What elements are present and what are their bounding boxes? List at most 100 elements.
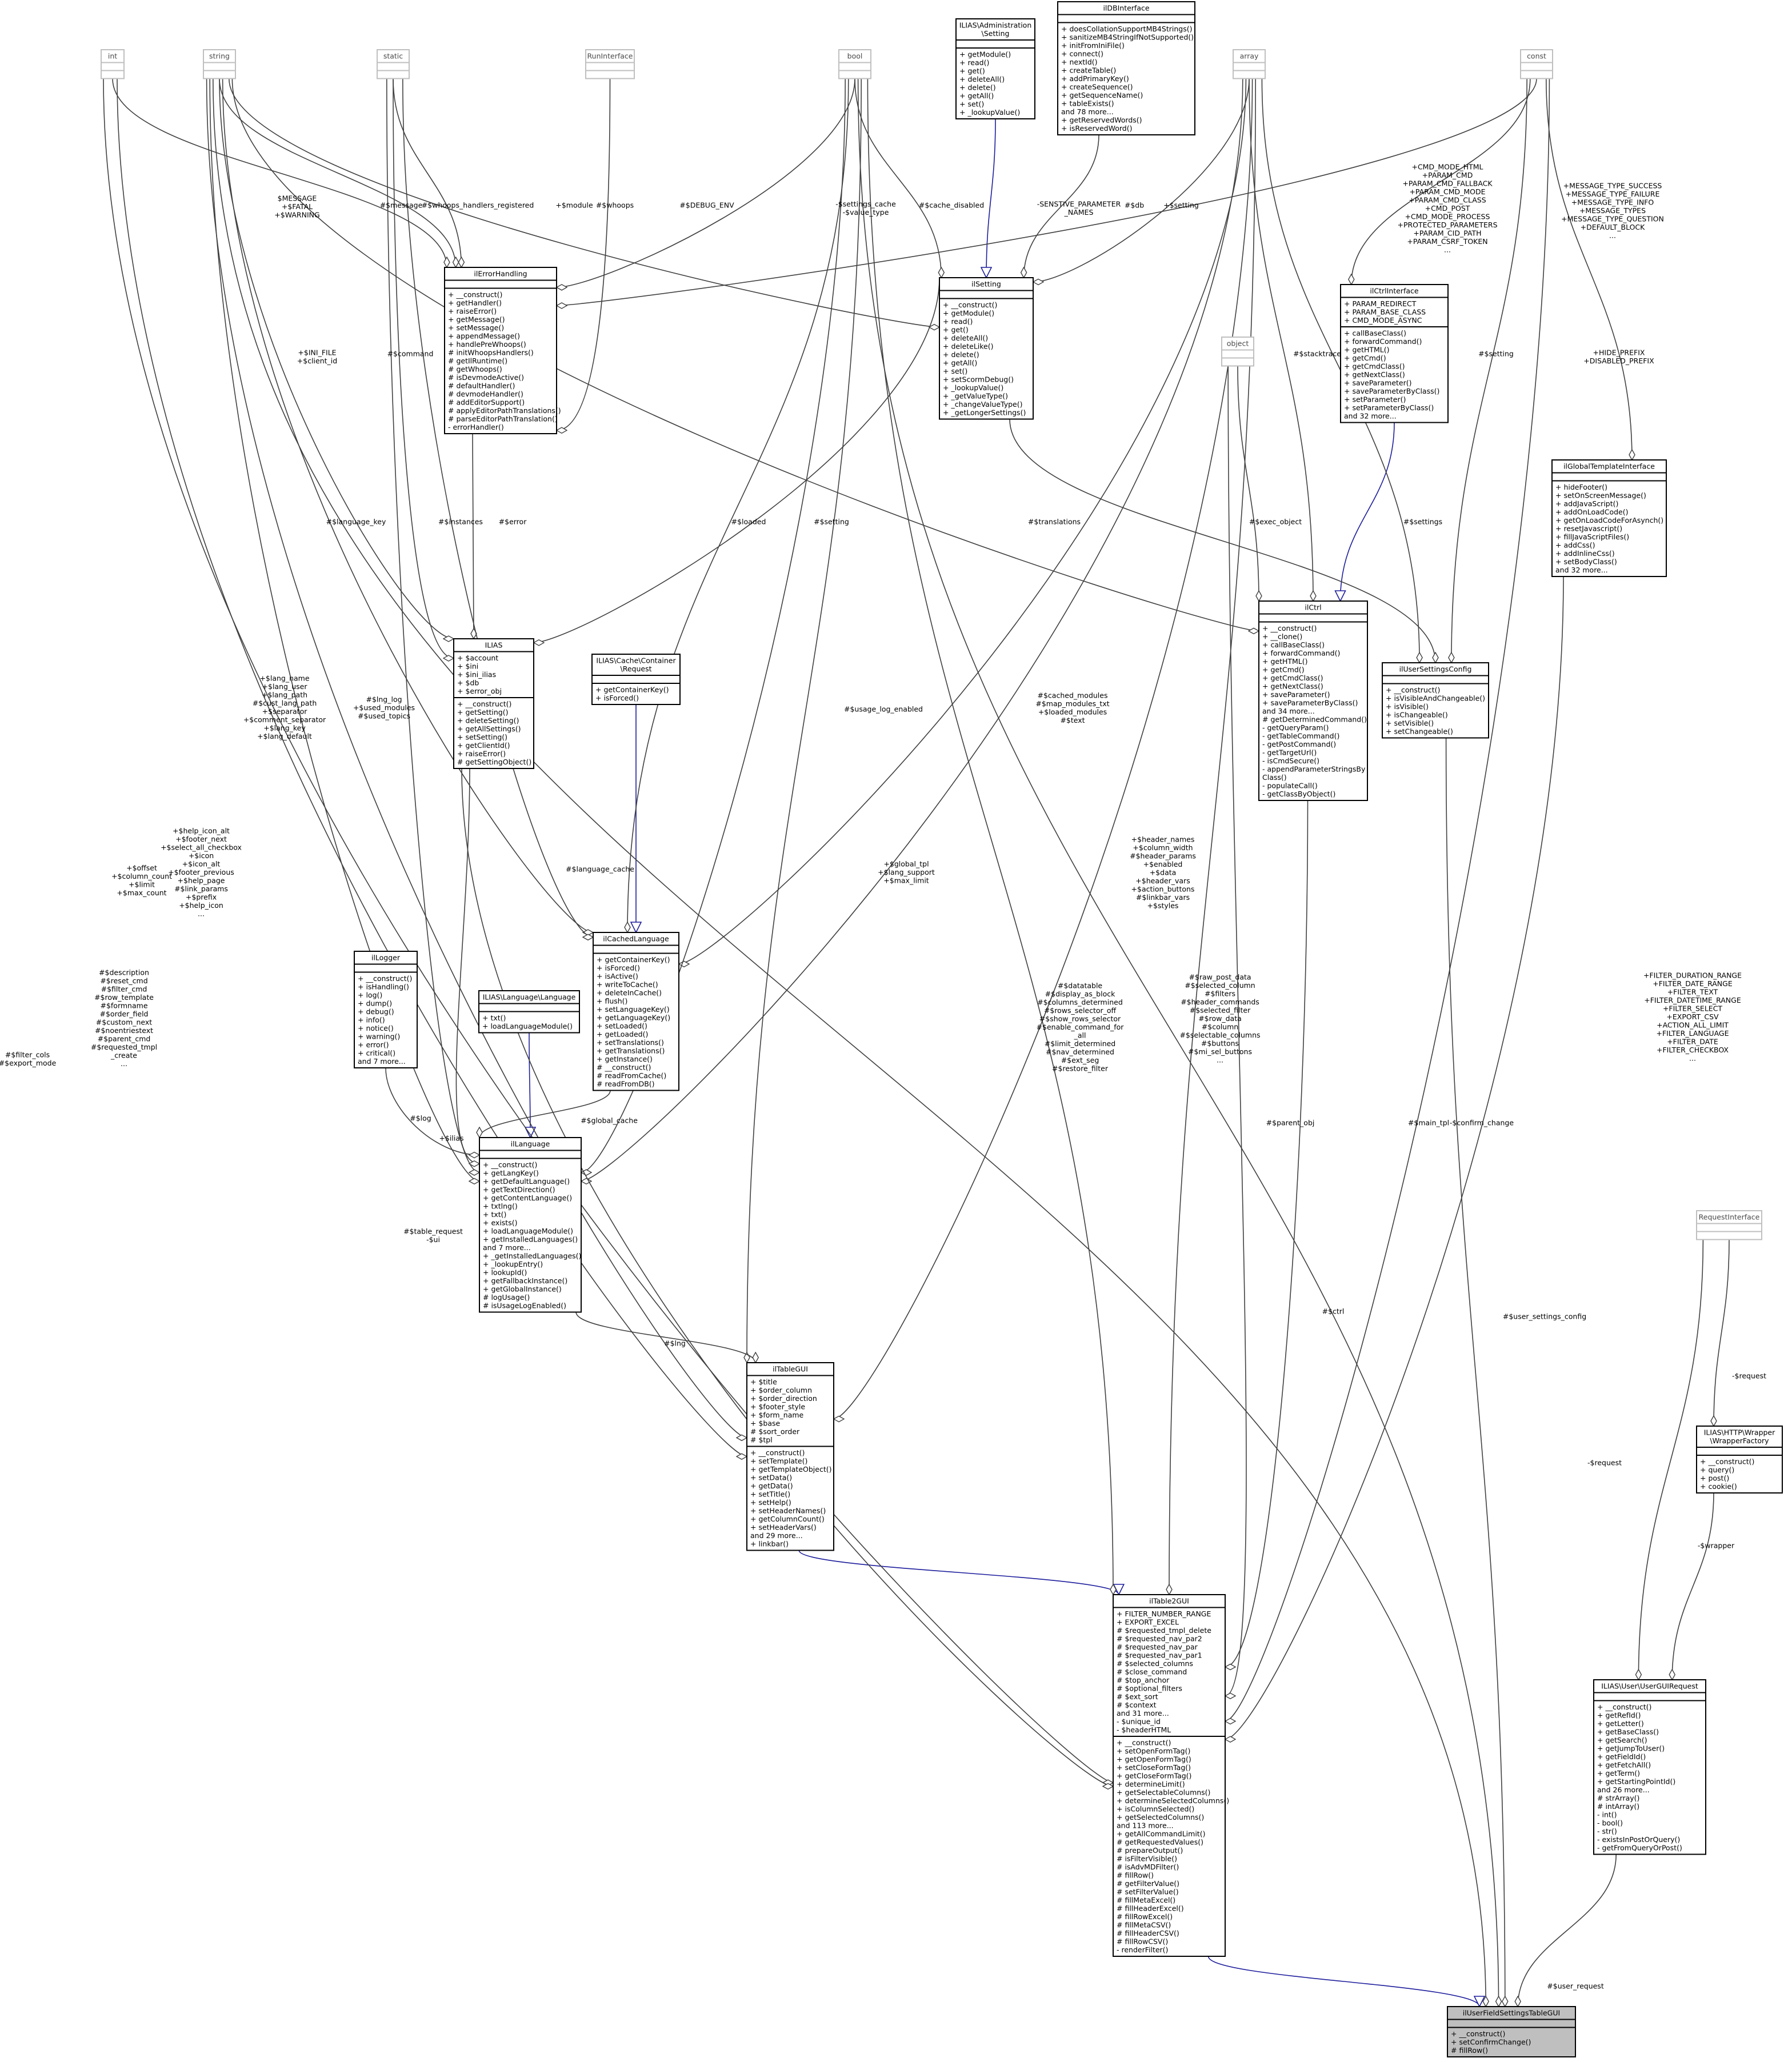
class-box-string[interactable]: string — [203, 49, 236, 79]
class-operation: + setHeaderVars() — [750, 1523, 817, 1532]
class-name: ilUserSettingsConfig — [1399, 665, 1472, 674]
class-name: static — [383, 52, 403, 61]
edge-label-line: +$offset — [126, 864, 157, 872]
class-operation: + getReservedWords() — [1061, 116, 1142, 125]
class-operation: + isHandling() — [358, 983, 409, 991]
edge-label-line: #$display_as_block — [1045, 990, 1115, 998]
class-frame — [585, 49, 635, 79]
class-box-array[interactable]: array — [1233, 49, 1266, 79]
edge-label-line: #$selected_column — [1185, 981, 1255, 990]
class-box-userguirequest[interactable]: ILIAS\User\UserGUIRequest+ __construct()… — [1593, 1679, 1706, 1855]
class-box-illogger[interactable]: ilLogger+ __construct()+ isHandling()+ l… — [354, 951, 418, 1068]
edge-label-line: -$request — [1732, 1372, 1766, 1380]
class-box-object[interactable]: object — [1221, 337, 1254, 367]
edge-label-line: #$cached_modules — [1038, 691, 1108, 700]
class-operation: + getLanguageKey() — [597, 1014, 670, 1022]
class-operation: + isReservedWord() — [1061, 124, 1133, 133]
class-box-const[interactable]: const — [1520, 49, 1553, 79]
class-operation: + getContentLanguage() — [483, 1194, 572, 1202]
class-operation: + getOpenFormTag() — [1117, 1755, 1191, 1764]
class-attribute: # $requested_nav_par — [1117, 1643, 1198, 1651]
class-box-iluserfieldsettingstablegui[interactable]: ilUserFieldSettingsTableGUI+ __construct… — [1447, 2006, 1576, 2057]
edge-label-line: -$ui — [426, 1235, 440, 1244]
class-box-adminsetting[interactable]: ILIAS\Administration\Setting+ getModule(… — [955, 18, 1035, 119]
class-operation: + tableExists() — [1061, 99, 1114, 108]
association-edge — [213, 78, 1486, 2007]
association-edge — [627, 78, 849, 933]
edge-label: #$usage_log_enabled — [844, 705, 923, 714]
class-box-languageiface[interactable]: ILIAS\Language\Language+ txt()+ loadLang… — [478, 990, 580, 1034]
class-operation: + writeToCache() — [597, 980, 658, 989]
class-operation: + getTextDirection() — [483, 1186, 555, 1194]
class-box-ilctrlinterface[interactable]: ilCtrlInterface+ PARAM_REDIRECT+ PARAM_B… — [1340, 284, 1449, 423]
edge-label: #$error — [499, 518, 527, 526]
edge-label-line: +$help_icon_alt — [173, 827, 230, 835]
class-box-ilglobaltemplateinterface[interactable]: ilGlobalTemplateInterface+ hideFooter()+… — [1551, 459, 1667, 577]
edge-label-line: +$max_limit — [883, 876, 929, 885]
class-attribute: + $order_column — [750, 1386, 812, 1395]
class-operation: + isActive() — [597, 972, 638, 980]
association-edge — [1714, 1239, 1730, 1427]
association-edge — [112, 78, 447, 268]
class-operation: + setVisible() — [1386, 719, 1434, 727]
edge-label-line: #$db — [1125, 201, 1144, 210]
class-box-wrapperfactory[interactable]: ILIAS\HTTP\Wrapper\WrapperFactory+ __con… — [1696, 1426, 1783, 1494]
edge-label-line: #$columns_determined — [1037, 998, 1123, 1007]
class-attribute: + $ini_ilias — [457, 670, 496, 679]
association-edge — [386, 78, 479, 1173]
class-box-ilcachedlanguage[interactable]: ilCachedLanguage+ getContainerKey()+ isF… — [593, 932, 679, 1091]
class-name: ILIAS\Cache\Container — [596, 656, 676, 665]
edge-label-line: +PARAM_CMD — [1422, 171, 1473, 179]
association-edge — [1225, 366, 1247, 1696]
edge-label-line: +EXPORT_CSV — [1666, 1012, 1719, 1021]
class-operation: # getSettingObject() — [457, 758, 531, 766]
class-attribute: # $ext_sort — [1117, 1692, 1158, 1701]
edge-label-line: #$buttons — [1201, 1039, 1239, 1048]
class-operation: + initFromIniFile() — [1061, 41, 1125, 50]
class-box-cacherequest[interactable]: ILIAS\Cache\Container\Request+ getContai… — [591, 654, 681, 705]
class-name: ilCachedLanguage — [603, 935, 669, 943]
class-box-bool[interactable]: bool — [838, 49, 871, 79]
class-box-static[interactable]: static — [377, 49, 410, 79]
class-operation: # getRequestedValues() — [1117, 1838, 1203, 1847]
class-operation: + determineSelectedColumns() — [1117, 1796, 1229, 1805]
class-box-ilctrl[interactable]: ilCtrl+ __construct()+ __clone()+ callBa… — [1258, 600, 1368, 801]
class-name: ilCtrlInterface — [1370, 287, 1418, 295]
class-box-ilusersettingsconfig[interactable]: ilUserSettingsConfig+ __construct()+ isV… — [1382, 662, 1489, 739]
class-box-runinterface[interactable]: RunInterface — [585, 49, 635, 79]
class-operation: + cookie() — [1700, 1482, 1737, 1491]
class-operation: + warning() — [358, 1032, 400, 1041]
class-box-iltablegui[interactable]: ilTableGUI+ $title+ $order_column+ $orde… — [746, 1362, 834, 1551]
class-box-ilsetting[interactable]: ilSetting+ __construct()+ getModule()+ r… — [939, 277, 1034, 420]
class-operation: # defaultHandler() — [448, 382, 515, 390]
association-edges — [103, 78, 1730, 2007]
edge-labels: $MESSAGE+$FATAL+$WARNING#$message#$whoop… — [0, 163, 1766, 1991]
class-operation: + getSelectedColumns() — [1117, 1813, 1204, 1821]
class-box-int[interactable]: int — [101, 49, 125, 79]
edge-label-line: +$enabled — [1143, 860, 1183, 868]
class-operation: + callBaseClass() — [1262, 640, 1325, 649]
class-operation: # fillHeaderCSV() — [1117, 1929, 1179, 1937]
class-attribute: + CMD_MODE_ASYNC — [1344, 316, 1422, 325]
class-name: object — [1227, 339, 1249, 348]
edge-label: +$help_icon_alt+$footer_next+$select_all… — [161, 827, 242, 918]
association-edge — [219, 78, 456, 268]
edge-label: #$instances — [438, 518, 483, 526]
edge-label-line: +$ilias — [439, 1134, 463, 1143]
edge-label-line: #$rows_selector_off — [1044, 1006, 1117, 1015]
class-name: ILIAS\Language\Language — [483, 993, 576, 1002]
class-box-requestinterface[interactable]: RequestInterface — [1696, 1210, 1762, 1240]
class-attribute: # $requested_nav_par1 — [1117, 1651, 1202, 1660]
class-box-illanguage[interactable]: ilLanguage+ __construct()+ getLangKey()+… — [479, 1137, 582, 1313]
class-operation: + getLangKey() — [483, 1169, 539, 1178]
class-operation: + _lookupEntry() — [483, 1260, 543, 1268]
class-box-ildbinterface[interactable]: ilDBInterface+ doesCollationSupportMB4St… — [1057, 1, 1195, 135]
class-attribute: - $headerHTML — [1117, 1725, 1171, 1734]
edge-label: #$exec_object — [1249, 518, 1302, 526]
class-box-iltable2gui[interactable]: ilTable2GUI+ FILTER_NUMBER_RANGE+ EXPORT… — [1113, 1594, 1229, 1957]
class-box-ilias[interactable]: ILIAS+ $account+ $ini+ $ini_ilias+ $db+ … — [453, 638, 534, 769]
class-name: \Setting — [982, 29, 1010, 38]
class-box-ilerrorhandling[interactable]: ilErrorHandling+ __construct()+ getHandl… — [444, 267, 561, 434]
class-operation: + getContainerKey() — [597, 955, 670, 964]
class-operation: + getInstance() — [597, 1055, 653, 1063]
